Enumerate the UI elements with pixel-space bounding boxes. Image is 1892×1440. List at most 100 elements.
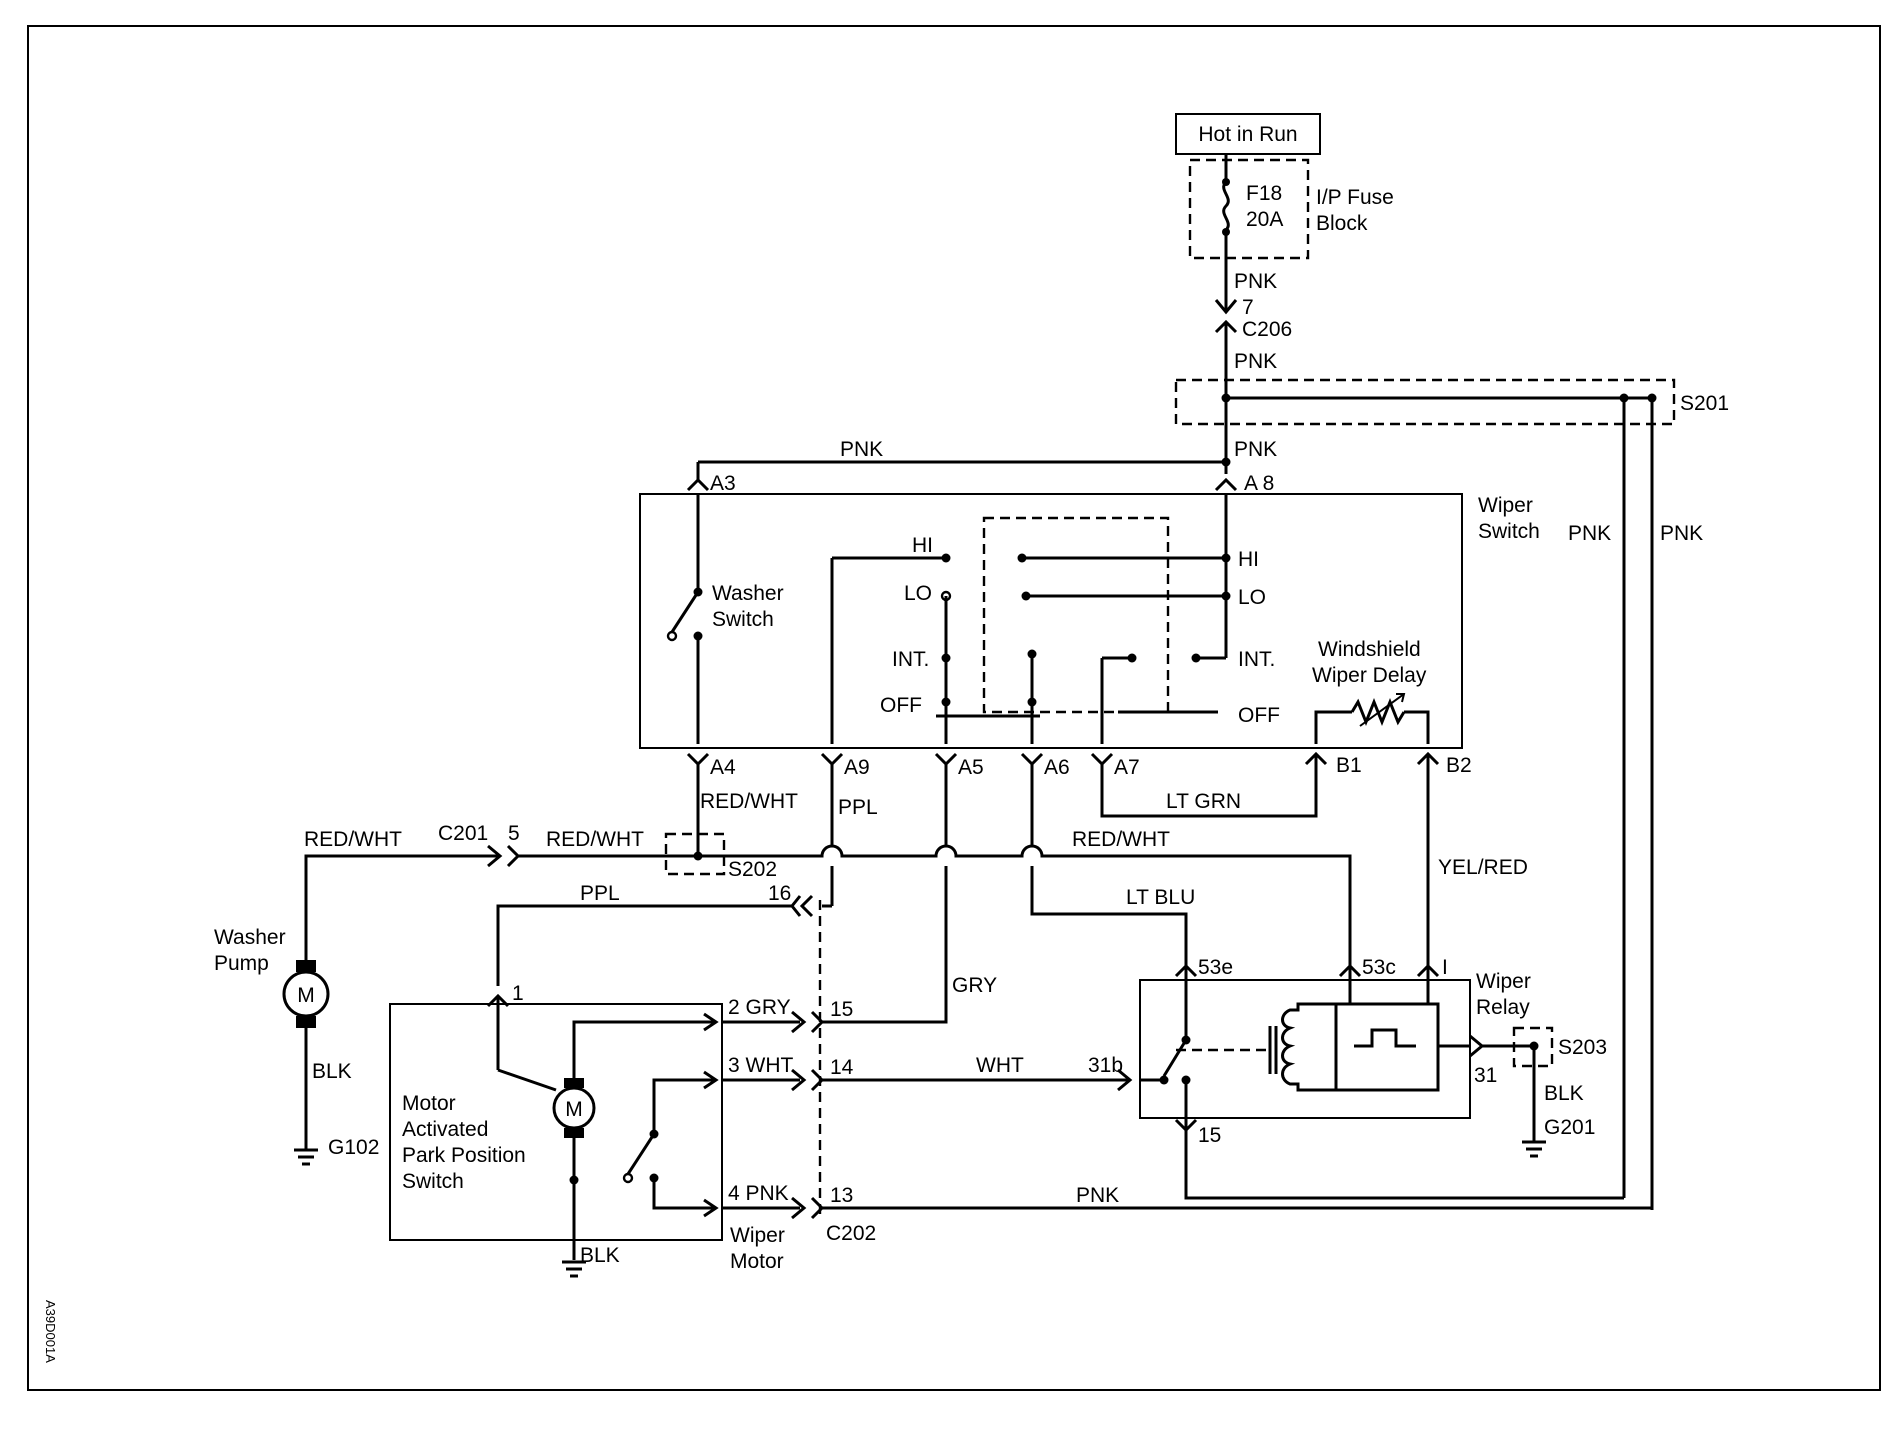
svg-text:LT BLU: LT BLU — [1126, 886, 1195, 909]
svg-text:A3: A3 — [710, 472, 736, 495]
hot-in-run-label: Hot in Run — [1198, 123, 1297, 146]
svg-text:BLK: BLK — [1544, 1082, 1584, 1105]
svg-text:4 PNK: 4 PNK — [728, 1182, 789, 1205]
switch-ganged-linkage — [982, 516, 1170, 714]
svg-text:2 GRY: 2 GRY — [728, 996, 791, 1019]
svg-text:HI: HI — [912, 534, 933, 557]
svg-text:15: 15 — [830, 998, 853, 1021]
fuse-block-boundary — [1188, 158, 1310, 260]
svg-text:PPL: PPL — [580, 882, 620, 905]
hot-in-run-box — [1175, 113, 1321, 155]
svg-text:BLK: BLK — [312, 1060, 352, 1083]
svg-text:53c: 53c — [1362, 956, 1396, 979]
fuse-block-label-2: Block — [1316, 212, 1368, 235]
svg-text:INT.: INT. — [1238, 648, 1275, 671]
svg-text:Wiper: Wiper — [1478, 494, 1533, 517]
svg-text:B2: B2 — [1446, 754, 1472, 777]
svg-text:PNK: PNK — [1234, 438, 1277, 461]
ground-motor-icon — [562, 1260, 586, 1278]
svg-text:Wiper: Wiper — [1476, 970, 1531, 993]
svg-text:A7: A7 — [1114, 756, 1140, 779]
svg-text:C201: C201 — [438, 822, 488, 845]
wiper-motor-housing — [389, 1003, 723, 1241]
svg-text:13: 13 — [830, 1184, 853, 1207]
svg-text:HI: HI — [1238, 548, 1259, 571]
svg-text:A6: A6 — [1044, 756, 1070, 779]
svg-text:G201: G201 — [1544, 1116, 1595, 1139]
svg-text:PPL: PPL — [838, 796, 878, 819]
svg-text:C206: C206 — [1242, 318, 1292, 341]
svg-text:RED/WHT: RED/WHT — [700, 790, 798, 813]
fuse-f18-symbol — [1222, 180, 1230, 232]
svg-text:S201: S201 — [1680, 392, 1729, 415]
svg-text:LO: LO — [904, 582, 932, 605]
svg-text:I: I — [1442, 956, 1448, 979]
svg-text:OFF: OFF — [1238, 704, 1280, 727]
diagram-frame — [27, 25, 1881, 1391]
svg-text:BLK: BLK — [580, 1244, 620, 1267]
svg-text:14: 14 — [830, 1056, 854, 1079]
svg-text:C202: C202 — [826, 1222, 876, 1245]
svg-text:S203: S203 — [1558, 1036, 1607, 1059]
park-switch-blade — [626, 1133, 656, 1175]
svg-text:Wiper: Wiper — [730, 1224, 785, 1247]
svg-text:G102: G102 — [328, 1136, 379, 1159]
wiper-relay-housing — [1139, 979, 1471, 1119]
svg-text:53e: 53e — [1198, 956, 1233, 979]
c206-connector — [1214, 299, 1238, 315]
figure-id: A39D001A — [43, 1300, 58, 1363]
svg-text:Wiper Delay: Wiper Delay — [1312, 664, 1427, 687]
svg-text:RED/WHT: RED/WHT — [304, 828, 402, 851]
svg-text:PNK: PNK — [1234, 350, 1277, 373]
svg-text:A5: A5 — [958, 756, 984, 779]
svg-text:Switch: Switch — [712, 608, 774, 631]
svg-text:Washer: Washer — [712, 582, 784, 605]
red-wht-bus — [518, 844, 1352, 966]
svg-text:RED/WHT: RED/WHT — [546, 828, 644, 851]
svg-text:PNK: PNK — [1660, 522, 1703, 545]
svg-text:GRY: GRY — [952, 974, 997, 997]
svg-text:PNK: PNK — [840, 438, 883, 461]
fuse-id: F18 — [1246, 182, 1282, 205]
relay-timer-module — [1334, 1002, 1440, 1092]
svg-text:PNK: PNK — [1568, 522, 1611, 545]
svg-text:OFF: OFF — [880, 694, 922, 717]
washer-switch-blade — [670, 591, 700, 633]
ground-g201-icon — [1522, 1140, 1546, 1158]
svg-text:Switch: Switch — [402, 1170, 464, 1193]
splice-s203 — [1512, 1026, 1554, 1068]
ground-g102-icon — [294, 1148, 318, 1166]
splice-s201 — [1174, 378, 1676, 426]
svg-text:15: 15 — [1198, 1124, 1221, 1147]
svg-text:Switch: Switch — [1478, 520, 1540, 543]
svg-text:A 8: A 8 — [1244, 472, 1274, 495]
svg-text:1: 1 — [512, 982, 524, 1005]
svg-text:LO: LO — [1238, 586, 1266, 609]
svg-text:S202: S202 — [728, 858, 777, 881]
svg-text:7: 7 — [1242, 296, 1254, 319]
timer-pulse-icon — [1354, 1028, 1416, 1048]
wiper-switch-housing — [639, 493, 1463, 749]
svg-text:LT GRN: LT GRN — [1166, 790, 1241, 813]
svg-text:Washer: Washer — [214, 926, 286, 949]
relay-coil-icon — [1281, 1008, 1296, 1086]
fuse-rating: 20A — [1246, 208, 1283, 231]
svg-text:B1: B1 — [1336, 754, 1362, 777]
svg-text:A9: A9 — [844, 756, 870, 779]
svg-text:16: 16 — [768, 882, 791, 905]
svg-text:RED/WHT: RED/WHT — [1072, 828, 1170, 851]
svg-text:A4: A4 — [710, 756, 736, 779]
svg-text:5: 5 — [508, 822, 520, 845]
svg-text:Park Position: Park Position — [402, 1144, 526, 1167]
svg-text:Pump: Pump — [214, 952, 269, 975]
svg-text:3 WHT: 3 WHT — [728, 1054, 794, 1077]
svg-text:Windshield: Windshield — [1318, 638, 1421, 661]
svg-text:YEL/RED: YEL/RED — [1438, 856, 1528, 879]
svg-text:Activated: Activated — [402, 1118, 488, 1141]
svg-text:PNK: PNK — [1076, 1184, 1119, 1207]
svg-text:Relay: Relay — [1476, 996, 1530, 1019]
splice-s202 — [664, 832, 726, 876]
svg-text:Motor: Motor — [730, 1250, 784, 1273]
svg-text:M: M — [565, 1098, 583, 1121]
